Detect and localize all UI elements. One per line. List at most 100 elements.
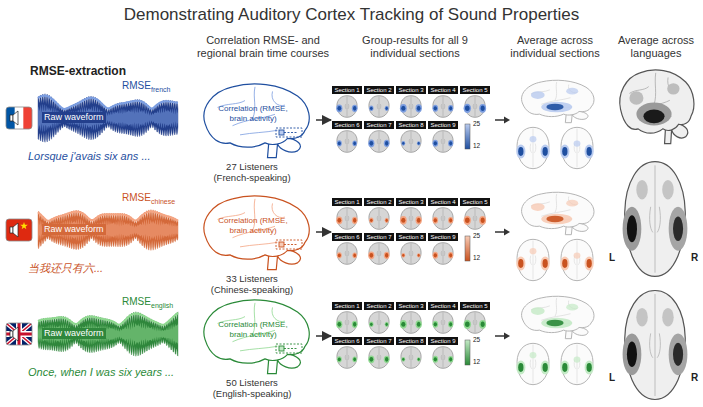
waveform-detail xyxy=(38,218,178,241)
brain-axial xyxy=(433,243,454,265)
section-label: Section 8 xyxy=(396,121,426,129)
brain-outline xyxy=(433,312,453,334)
activation-blob xyxy=(384,140,390,147)
activation-blob xyxy=(386,323,388,326)
section-tile: Section 5 xyxy=(460,86,490,119)
section-brain xyxy=(332,310,362,335)
sulcus-line xyxy=(555,194,557,212)
sulcus-line xyxy=(412,139,413,144)
activation-blob xyxy=(353,254,356,258)
section-label: Section 8 xyxy=(396,337,426,345)
section-label: Section 7 xyxy=(364,233,394,241)
activation-blob xyxy=(369,106,373,111)
activation-blob xyxy=(541,360,550,374)
brain-outline xyxy=(620,70,694,133)
brain-outline xyxy=(561,127,593,168)
activation-blob xyxy=(543,259,548,268)
column-header: Group-results for all 9 individual secti… xyxy=(340,34,490,60)
section-tile: Section 6 xyxy=(332,233,362,266)
sulcus-line xyxy=(476,216,477,221)
activation-blob xyxy=(623,207,642,251)
rmse-label: RMSE xyxy=(122,80,151,92)
roi-box xyxy=(276,128,302,137)
sulcus-line xyxy=(409,355,410,360)
brain-axial xyxy=(623,162,688,277)
column-header: Average across individual sections xyxy=(500,34,610,60)
sulcus-line xyxy=(411,347,412,367)
activation-blob xyxy=(352,252,357,258)
section-tile: Section 1 xyxy=(332,86,362,119)
brain-outline xyxy=(204,84,309,147)
activation-blob xyxy=(369,357,373,362)
section-brain xyxy=(428,310,458,335)
sulcus-line xyxy=(377,320,378,325)
section-brain xyxy=(364,94,394,119)
activation-blob xyxy=(636,103,671,126)
brain-outline xyxy=(625,162,686,277)
activation-blob xyxy=(479,320,486,329)
activation-blob xyxy=(585,360,594,374)
sulcus-line xyxy=(348,139,349,144)
roi-link xyxy=(284,132,298,133)
section-tile: Section 9 xyxy=(428,337,458,370)
activation-blob xyxy=(465,218,470,224)
column-header: RMSE-extraction xyxy=(30,64,126,78)
brain-outline xyxy=(401,208,421,230)
section-brain xyxy=(460,94,490,119)
activation-blob xyxy=(338,142,341,146)
listener-count: 50 Listeners (English-speaking) xyxy=(209,378,295,400)
sulcus-line xyxy=(380,139,381,144)
section-brain xyxy=(460,310,490,335)
brain-outline xyxy=(465,96,485,118)
flag-saltire xyxy=(6,323,32,345)
activation-blob xyxy=(401,322,405,327)
sulcus-line xyxy=(441,139,442,144)
activation-blob xyxy=(464,216,471,225)
activation-blob xyxy=(353,358,356,362)
colorbar-scale xyxy=(465,340,470,365)
activation-blob xyxy=(465,322,470,328)
brain-lateral xyxy=(620,70,694,144)
flag-field xyxy=(6,219,32,241)
activation-blob xyxy=(530,136,537,142)
activation-blob xyxy=(574,141,581,147)
section-tile: Section 6 xyxy=(332,337,362,370)
activation-blob xyxy=(336,320,342,328)
section-tile: Section 1 xyxy=(332,302,362,335)
raw-waveform xyxy=(38,312,178,357)
hemisphere-label: L xyxy=(609,252,615,264)
stimulus-sentence: 当我还只有六... xyxy=(28,262,103,275)
activation-blob xyxy=(384,356,390,363)
icon-border xyxy=(6,323,32,345)
activation-blob xyxy=(352,217,358,224)
section-brain xyxy=(428,94,458,119)
sulcus-line xyxy=(379,96,380,116)
correlation-caption: Correlation (RMSE, brain activity) xyxy=(210,104,296,123)
section-tile: Section 7 xyxy=(364,121,394,154)
activation-blob xyxy=(662,308,674,327)
activation-blob xyxy=(434,322,437,326)
flag-saltire xyxy=(6,323,32,345)
section-tile: Section 9 xyxy=(428,121,458,154)
sulcus-line xyxy=(377,251,378,256)
section-tile: Section 9 xyxy=(428,233,458,266)
activation-blob xyxy=(337,322,341,327)
activation-blob xyxy=(541,102,572,113)
speaker-icon xyxy=(6,323,32,345)
brain-outline xyxy=(625,290,686,399)
brain-axial xyxy=(336,96,357,118)
sulcus-line xyxy=(577,345,578,384)
roi-box xyxy=(279,346,284,351)
activation-blob xyxy=(560,256,569,270)
brain-outline xyxy=(337,131,357,153)
activation-blob xyxy=(417,322,421,327)
activation-blob xyxy=(336,216,342,224)
colorbar-value: 25 xyxy=(473,232,480,240)
activation-blob xyxy=(448,321,453,328)
sulcus-line xyxy=(475,208,476,228)
colorbar-value: 12 xyxy=(473,358,480,366)
brain-lateral xyxy=(522,80,594,122)
activation-blob xyxy=(669,333,688,375)
brain-outline xyxy=(337,96,357,118)
sulcus-line xyxy=(240,346,278,351)
